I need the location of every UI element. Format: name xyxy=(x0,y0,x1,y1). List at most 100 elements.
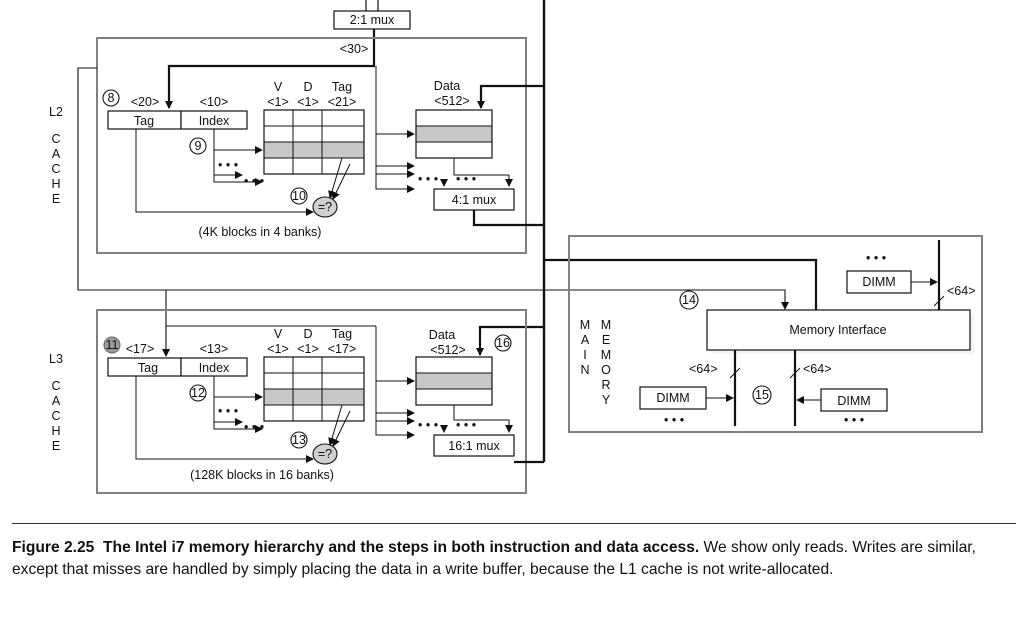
l2-side-label-1: C xyxy=(51,132,60,146)
l2-out-bus xyxy=(472,210,544,227)
l2-w-tag: <21> xyxy=(328,95,357,109)
l3-fill-bus xyxy=(476,325,544,356)
l2-side-label-3: C xyxy=(51,162,60,176)
l3-dots: • • • xyxy=(244,420,264,434)
l2-compare xyxy=(312,196,338,218)
l3-col-d: D xyxy=(303,327,312,341)
l3-compare-label: =? xyxy=(318,447,332,461)
mem-side-b-5: Y xyxy=(602,393,611,407)
l2-index-label: Index xyxy=(199,114,230,128)
mem-side-a-0: M xyxy=(580,318,590,332)
l2-fill-bus xyxy=(477,84,544,109)
bus64-top: <64> xyxy=(947,284,976,298)
mem-step-a: 14 xyxy=(682,293,696,307)
l3-step-b: 12 xyxy=(191,386,205,400)
address-bus-to-l2 xyxy=(165,29,376,109)
l2-step-c: 10 xyxy=(292,189,306,203)
l2-col-d: D xyxy=(303,80,312,94)
mem-dots: • • • xyxy=(844,413,864,427)
l3-dots: • • • xyxy=(418,418,438,432)
l3-cache-frame xyxy=(96,309,527,494)
l3-dots: • • • xyxy=(456,418,476,432)
l2-side-label-5: E xyxy=(52,192,60,206)
l2-mux-label: 4:1 mux xyxy=(452,193,497,207)
mem-side-b-4: R xyxy=(601,378,610,392)
top-mux-group: 2:1 mux <30> xyxy=(165,0,411,109)
l3-w-v: <1> xyxy=(267,342,289,356)
mem-step-b: 15 xyxy=(755,388,769,402)
mem-side-b-2: M xyxy=(601,348,611,362)
l2-dots: • • • xyxy=(456,172,476,186)
caption-title: The Intel i7 memory hierarchy and the st… xyxy=(103,539,700,556)
l3-step-a: 11 xyxy=(106,338,119,352)
l2-cache: L2 C A C H E 8 <20> <10> Tag Index V D T… xyxy=(49,37,544,254)
l3-dots: • • • xyxy=(218,404,238,418)
l3-side-label-0: L3 xyxy=(49,352,63,366)
caption-figure-label: Figure 2.25 xyxy=(12,539,95,556)
top-mux-box xyxy=(333,10,411,30)
memory-interface-box xyxy=(706,309,971,351)
l2-compare-label: =? xyxy=(318,200,332,214)
l3-mux-box xyxy=(433,434,515,457)
l3-w-tag: <17> xyxy=(328,342,357,356)
figure-caption: Figure 2.25 The Intel i7 memory hierarch… xyxy=(12,537,1016,581)
l3-compare xyxy=(312,443,338,465)
l2-side-label-2: A xyxy=(52,147,61,161)
mem-side-b-0: M xyxy=(601,318,611,332)
mem-side-a-2: I xyxy=(583,348,586,362)
l2-data-array xyxy=(415,109,493,159)
mem-dots: • • • xyxy=(664,413,684,427)
memory-interface-label: Memory Interface xyxy=(789,323,886,337)
l3-side-label-5: E xyxy=(52,439,60,453)
l3-mux-label: 16:1 mux xyxy=(448,439,500,453)
l3-tag-array-selected-row xyxy=(264,389,364,405)
l3-tag-width: <17> xyxy=(126,342,155,356)
l2-col-v: V xyxy=(274,80,283,94)
l2-data-width: <512> xyxy=(434,94,469,108)
dimm-left-label: DIMM xyxy=(656,391,689,405)
l3-step-c: 13 xyxy=(292,433,306,447)
dimm-top-label: DIMM xyxy=(862,275,895,289)
main-memory: M A I N M E M O R Y 14 Memory Interface … xyxy=(568,235,983,433)
l2-blocks-note: (4K blocks in 4 banks) xyxy=(199,225,322,239)
l3-data-width: <512> xyxy=(430,343,465,357)
l3-cache: L3 C A C H E 11 <17> <13> Tag Index V D … xyxy=(49,309,544,494)
l2-data-label: Data xyxy=(434,79,460,93)
l2-dots: • • • xyxy=(218,158,238,172)
caption-text: We show only reads. Writes are similar, … xyxy=(12,539,976,578)
l2-side-label-4: H xyxy=(51,177,60,191)
l3-step-d: 16 xyxy=(496,336,510,350)
mem-side-b-1: E xyxy=(602,333,610,347)
l3-side-label-3: C xyxy=(51,409,60,423)
memory-hierarchy-diagram: 2:1 mux <30> L2 C A C H E 8 <20> <10> Ta… xyxy=(49,0,983,494)
main-memory-frame xyxy=(568,235,983,433)
caption-rule xyxy=(12,523,1016,524)
l2-tag-array xyxy=(263,109,365,175)
l3-side-label-2: A xyxy=(52,394,61,408)
l2-step-marker xyxy=(102,89,120,107)
mem-side-a-1: A xyxy=(581,333,590,347)
bus64-right: <64> xyxy=(803,362,832,376)
l2-step-b: 9 xyxy=(195,139,202,153)
l2-w-d: <1> xyxy=(297,95,319,109)
l3-col-tag: Tag xyxy=(332,327,352,341)
bus64-left: <64> xyxy=(689,362,718,376)
top-mux-label: 2:1 mux xyxy=(350,13,395,27)
l3-index-label: Index xyxy=(199,361,230,375)
l2-w-v: <1> xyxy=(267,95,289,109)
mem-side-b-3: O xyxy=(601,363,611,377)
l3-col-v: V xyxy=(274,327,283,341)
l2-col-tag: Tag xyxy=(332,80,352,94)
mem-dots: • • • xyxy=(866,251,886,265)
l3-tag-label: Tag xyxy=(138,361,158,375)
l2-index-width: <10> xyxy=(200,95,229,109)
l2-side-label-0: L2 xyxy=(49,105,63,119)
l2-dots: • • • xyxy=(418,172,438,186)
l2-tag-width: <20> xyxy=(131,95,160,109)
l3-tag-array xyxy=(263,356,365,422)
mem-side-a-3: N xyxy=(580,363,589,377)
l2-tag-label: Tag xyxy=(134,114,154,128)
memory-data-bus xyxy=(544,258,818,311)
l3-data-array xyxy=(415,356,493,406)
l3-w-d: <1> xyxy=(297,342,319,356)
